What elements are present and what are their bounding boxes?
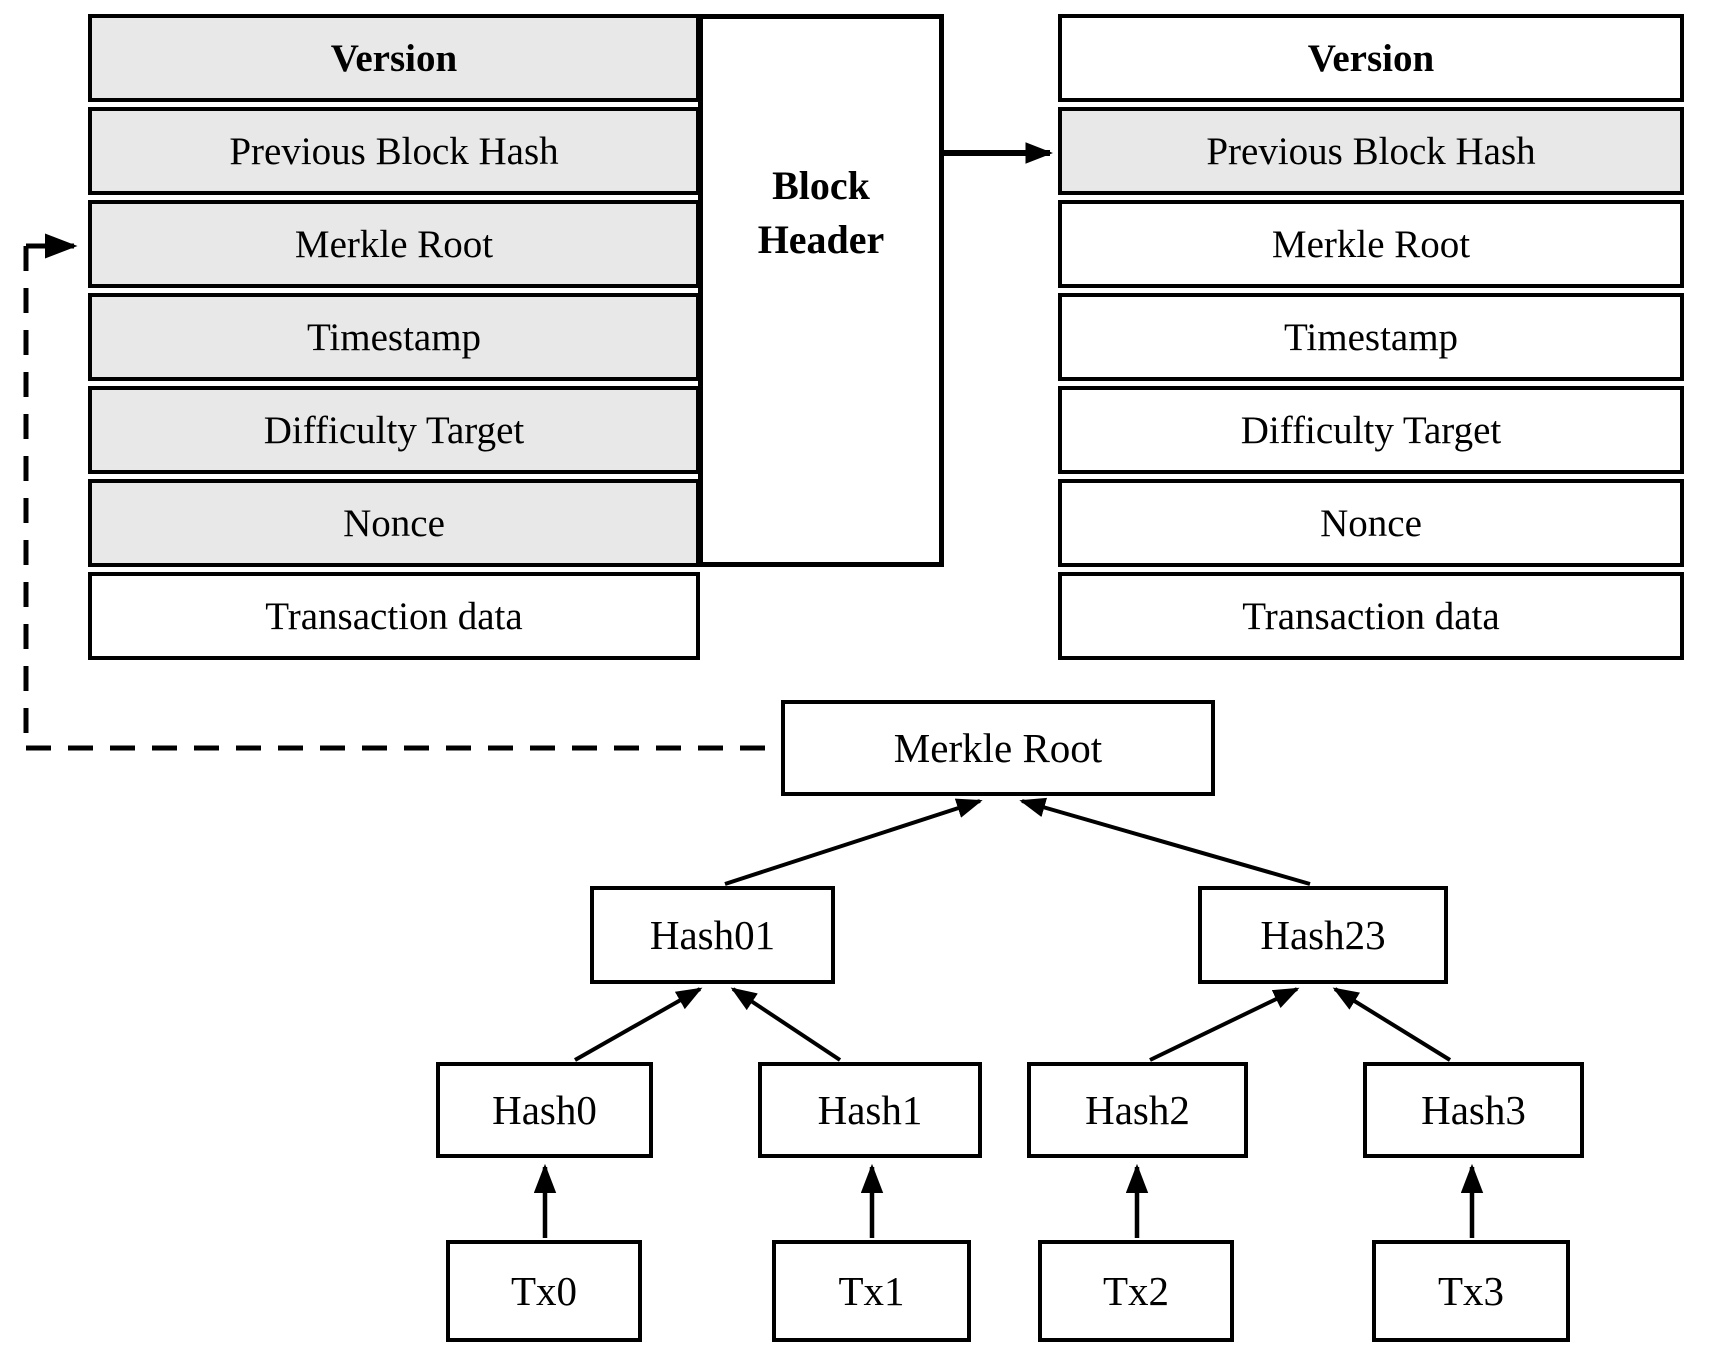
left-row-merkle-root: Merkle Root: [88, 200, 700, 288]
hash0-node: Hash0: [436, 1062, 653, 1158]
tx1-node: Tx1: [772, 1240, 971, 1342]
hash2-node: Hash2: [1027, 1062, 1248, 1158]
block-header-label: Block Header: [757, 163, 885, 262]
left-row-version: Version: [88, 14, 700, 102]
tx2-node: Tx2: [1038, 1240, 1234, 1342]
right-row-previous-block-hash: Previous Block Hash: [1058, 107, 1684, 195]
merkle-root-node: Merkle Root: [781, 700, 1215, 796]
right-row-transaction-data: Transaction data: [1058, 572, 1684, 660]
edge-hash2-to-hash23: [1149, 987, 1300, 1062]
right-row-version: Version: [1058, 14, 1684, 102]
left-row-previous-block-hash: Previous Block Hash: [88, 107, 700, 195]
hash23-node: Hash23: [1198, 886, 1448, 984]
hash1-node: Hash1: [758, 1062, 982, 1158]
left-row-difficulty-target: Difficulty Target: [88, 386, 700, 474]
edge-hash23-to-merkle-root: [1019, 797, 1311, 886]
block-header-bracket-box: Block Header: [698, 14, 944, 567]
edge-hash01-to-merkle-root: [724, 798, 983, 886]
tx0-node: Tx0: [446, 1240, 642, 1342]
right-row-difficulty-target: Difficulty Target: [1058, 386, 1684, 474]
edge-hash0-to-hash01: [574, 987, 703, 1062]
hash3-node: Hash3: [1363, 1062, 1584, 1158]
right-row-merkle-root: Merkle Root: [1058, 200, 1684, 288]
right-row-timestamp: Timestamp: [1058, 293, 1684, 381]
hash01-node: Hash01: [590, 886, 835, 984]
tx3-node: Tx3: [1372, 1240, 1570, 1342]
right-row-nonce: Nonce: [1058, 479, 1684, 567]
left-row-transaction-data: Transaction data: [88, 572, 700, 660]
edge-hash1-to-hash01: [730, 987, 842, 1062]
left-row-timestamp: Timestamp: [88, 293, 700, 381]
left-row-nonce: Nonce: [88, 479, 700, 567]
edge-hash3-to-hash23: [1332, 987, 1452, 1062]
